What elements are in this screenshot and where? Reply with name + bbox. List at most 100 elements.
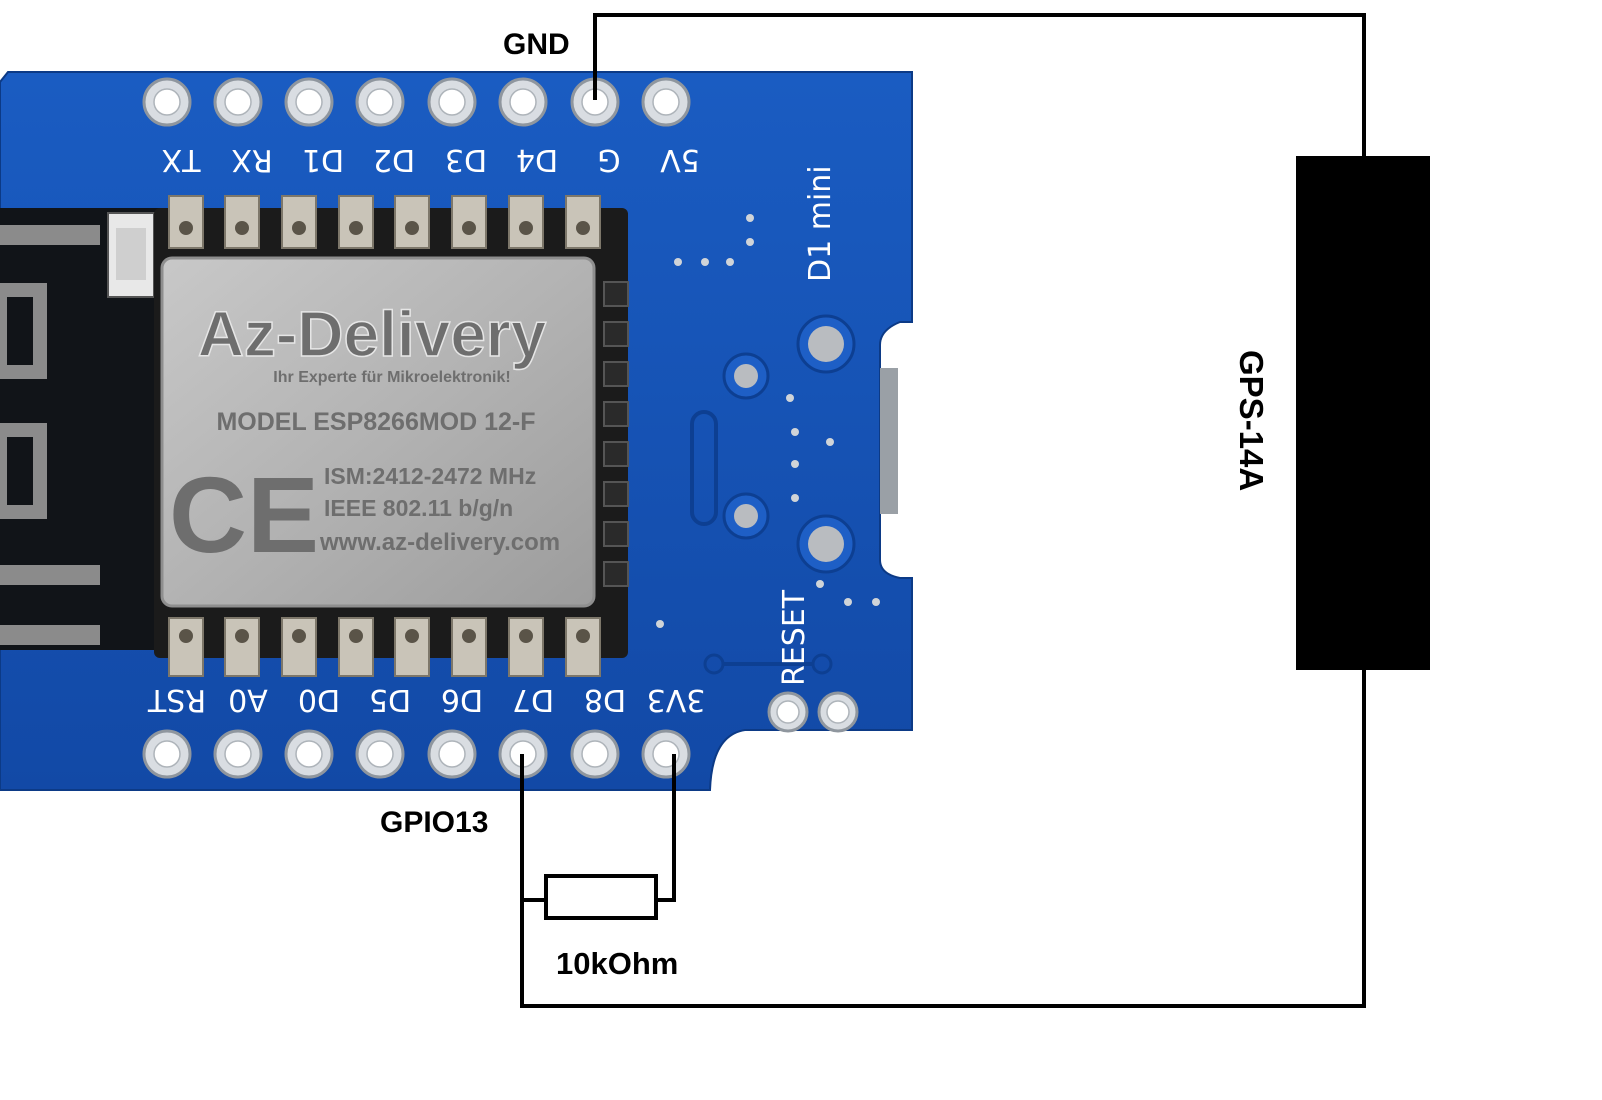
pin-hole [438, 88, 466, 116]
module-pad-hole [462, 221, 476, 235]
pin-label-rx: RX [231, 142, 272, 177]
module-ism: ISM:2412-2472 MHz [324, 463, 536, 489]
module-pad-hole [519, 221, 533, 235]
pin-d7: D7 [498, 682, 554, 779]
wire-gpio13-to-gps [520, 668, 1366, 1008]
board-components [656, 214, 898, 733]
esp-metal-shield [160, 256, 596, 608]
module-pad [451, 617, 487, 677]
module-pad [224, 617, 260, 677]
pin-label-d6: D6 [441, 682, 483, 717]
pin-label-d7: D7 [512, 682, 554, 717]
wire-resistor-right-to-3v3 [656, 754, 676, 902]
module-pad-hole [179, 629, 193, 643]
pin-label-3v3: 3V3 [647, 682, 706, 717]
module-pad [281, 617, 317, 677]
label-resistor: 10kOhm [556, 946, 678, 981]
pin-label-5v: 5V [660, 142, 700, 177]
pin-d5: D5 [355, 682, 411, 779]
module-pad-hole [235, 221, 249, 235]
module-pad [338, 617, 374, 677]
module-pads-top [168, 195, 601, 249]
module-pad-hole [405, 221, 419, 235]
pin-d4: D4 [498, 77, 558, 177]
pin-5v: 5V [641, 77, 700, 177]
pin-d0: D0 [284, 682, 340, 779]
module-pad-hole [349, 221, 363, 235]
label-gpio13: GPIO13 [380, 806, 488, 839]
module-pad [394, 617, 430, 677]
label-gps: GPS-14A [1233, 350, 1270, 491]
pin-d2: D2 [355, 77, 415, 177]
pin-tx: TX [142, 77, 202, 177]
pin-label-d0: D0 [298, 682, 340, 717]
pin-hole [438, 740, 466, 768]
module-url: www.az-delivery.com [319, 529, 560, 556]
pin-hole [295, 88, 323, 116]
module-pad-hole [349, 629, 363, 643]
pin-label-g: G [597, 142, 620, 177]
ce-mark: CE [169, 454, 319, 575]
pin-d1: D1 [284, 77, 344, 177]
module-pad [168, 617, 204, 677]
pin-label-d1: D1 [302, 142, 344, 177]
pin-d3: D3 [427, 77, 487, 177]
reset-label: RESET [777, 589, 812, 686]
module-pad-hole [405, 629, 419, 643]
pin-hole [295, 740, 323, 768]
module-side-pad [603, 561, 629, 587]
pin-d6: D6 [427, 682, 483, 779]
module-side-pad [603, 481, 629, 507]
module-side-pad [603, 281, 629, 307]
module-pad-hole [576, 221, 590, 235]
module-tagline: Ihr Experte für Mikroelektronik! [273, 369, 510, 386]
module-side-pad [603, 401, 629, 427]
pin-hole [509, 88, 537, 116]
module-pad-hole [292, 221, 306, 235]
pin-label-rst: RST [147, 682, 206, 717]
pin-hole [153, 88, 181, 116]
pin-label-d5: D5 [369, 682, 411, 717]
header-pins-top: TX RX D1 D2 D3 D4 G 5V [142, 77, 700, 177]
module-pads-bottom [168, 617, 601, 677]
label-gnd: GND [503, 28, 570, 61]
pin-hole [224, 88, 252, 116]
module-pad [565, 617, 601, 677]
gps-module [1296, 156, 1430, 670]
module-pad-hole [576, 629, 590, 643]
module-brand: Az-Delivery [198, 298, 547, 370]
pin-rx: RX [213, 77, 273, 177]
pin-label-d2: D2 [373, 142, 415, 177]
pin-hole [224, 740, 252, 768]
module-pad-hole [179, 221, 193, 235]
module-pad-hole [292, 629, 306, 643]
pin-rst: RST [142, 682, 206, 779]
pin-d8: D8 [570, 682, 626, 779]
pin-a0: A0 [213, 682, 268, 779]
board-title: D1 mini [803, 165, 838, 282]
pin-hole [153, 740, 181, 768]
module-side-pad [603, 521, 629, 547]
module-side-pad [603, 361, 629, 387]
antenna-area [0, 208, 160, 650]
module-pad-hole [235, 629, 249, 643]
pin-label-d4: D4 [516, 142, 558, 177]
pin-hole [366, 88, 394, 116]
module-ieee: IEEE 802.11 b/g/n [324, 495, 513, 521]
module-pad [508, 617, 544, 677]
pin-label-d3: D3 [445, 142, 487, 177]
module-pad-hole [462, 629, 476, 643]
module-model: MODEL ESP8266MOD 12-F [216, 408, 535, 436]
pin-label-tx: TX [162, 142, 202, 177]
pin-hole [366, 740, 394, 768]
module-side-pad [603, 321, 629, 347]
pin-hole [652, 88, 680, 116]
pin-hole [581, 740, 609, 768]
module-pad-hole [519, 629, 533, 643]
pin-label-d8: D8 [584, 682, 626, 717]
module-pads-right [603, 281, 629, 587]
resistor-10k [544, 874, 658, 920]
module-side-pad [603, 441, 629, 467]
